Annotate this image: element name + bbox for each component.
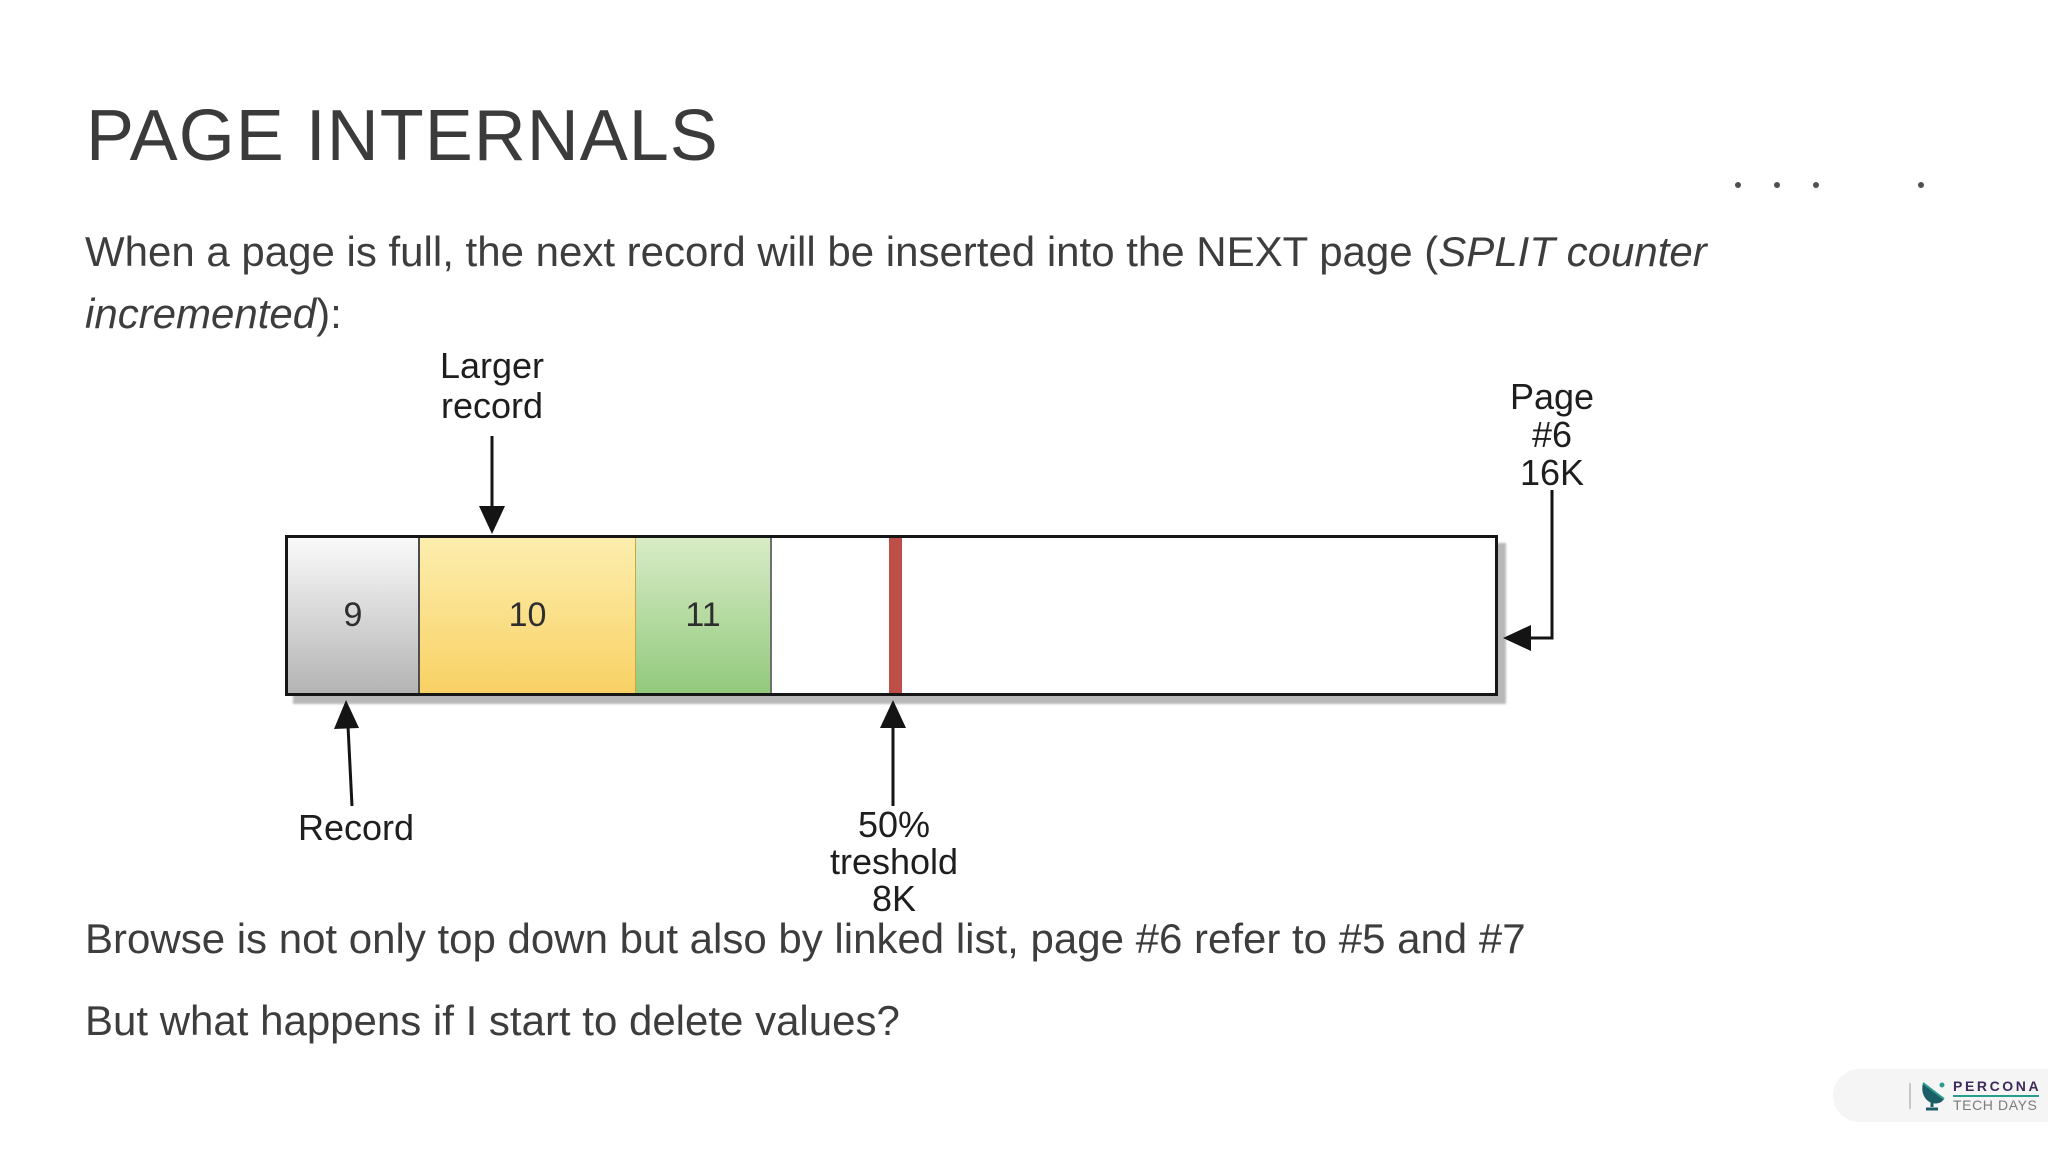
record-box-11: 11 [636, 538, 772, 693]
record-box-label: 11 [685, 596, 721, 634]
slide-progress-dot [1918, 182, 1924, 188]
brand-rule [1953, 1095, 2039, 1097]
delete-question-text: But what happens if I start to delete va… [85, 997, 900, 1044]
intro-italic-text: SPLIT counter incremented [85, 228, 1707, 337]
slide-progress-dot [1813, 182, 1819, 188]
page-diagram-bar: 9 10 11 [285, 535, 1498, 696]
larger-record-label: Larger record [439, 345, 545, 426]
slide-progress-dot [1735, 182, 1741, 188]
record-box-9: 9 [288, 538, 420, 693]
percona-techdays-badge: PERCONA TECH DAYS [1833, 1069, 2048, 1122]
arrow-page-ref [1503, 490, 1554, 651]
page-ref-label: Page #6 16K [1509, 376, 1595, 493]
brand-text-block: PERCONA TECH DAYS [1953, 1079, 2041, 1112]
linked-list-text: Browse is not only top down but also by … [85, 915, 1526, 962]
record-box-label: 9 [343, 596, 363, 634]
record-box-10: 10 [420, 538, 636, 693]
badge-divider [1909, 1082, 1911, 1109]
record-label: Record [297, 807, 415, 848]
threshold-line [889, 538, 902, 693]
arrow-larger-record [479, 436, 505, 534]
threshold-label: 50% treshold 8K [829, 804, 959, 919]
brand-name: PERCONA [1953, 1078, 2042, 1094]
page-title: PAGE INTERNALS [86, 96, 719, 176]
brand-subtitle: TECH DAYS [1953, 1097, 2038, 1113]
intro-text: When a page is full, the next record wil… [85, 228, 1439, 275]
arrow-record [334, 700, 359, 807]
satellite-dish-icon [1922, 1081, 1945, 1110]
arrow-threshold [880, 700, 906, 806]
intro-text-after: ): [316, 290, 342, 337]
slide-progress-dot [1774, 182, 1780, 188]
intro-paragraph: When a page is full, the next record wil… [85, 221, 1865, 345]
record-box-label: 10 [508, 596, 547, 634]
